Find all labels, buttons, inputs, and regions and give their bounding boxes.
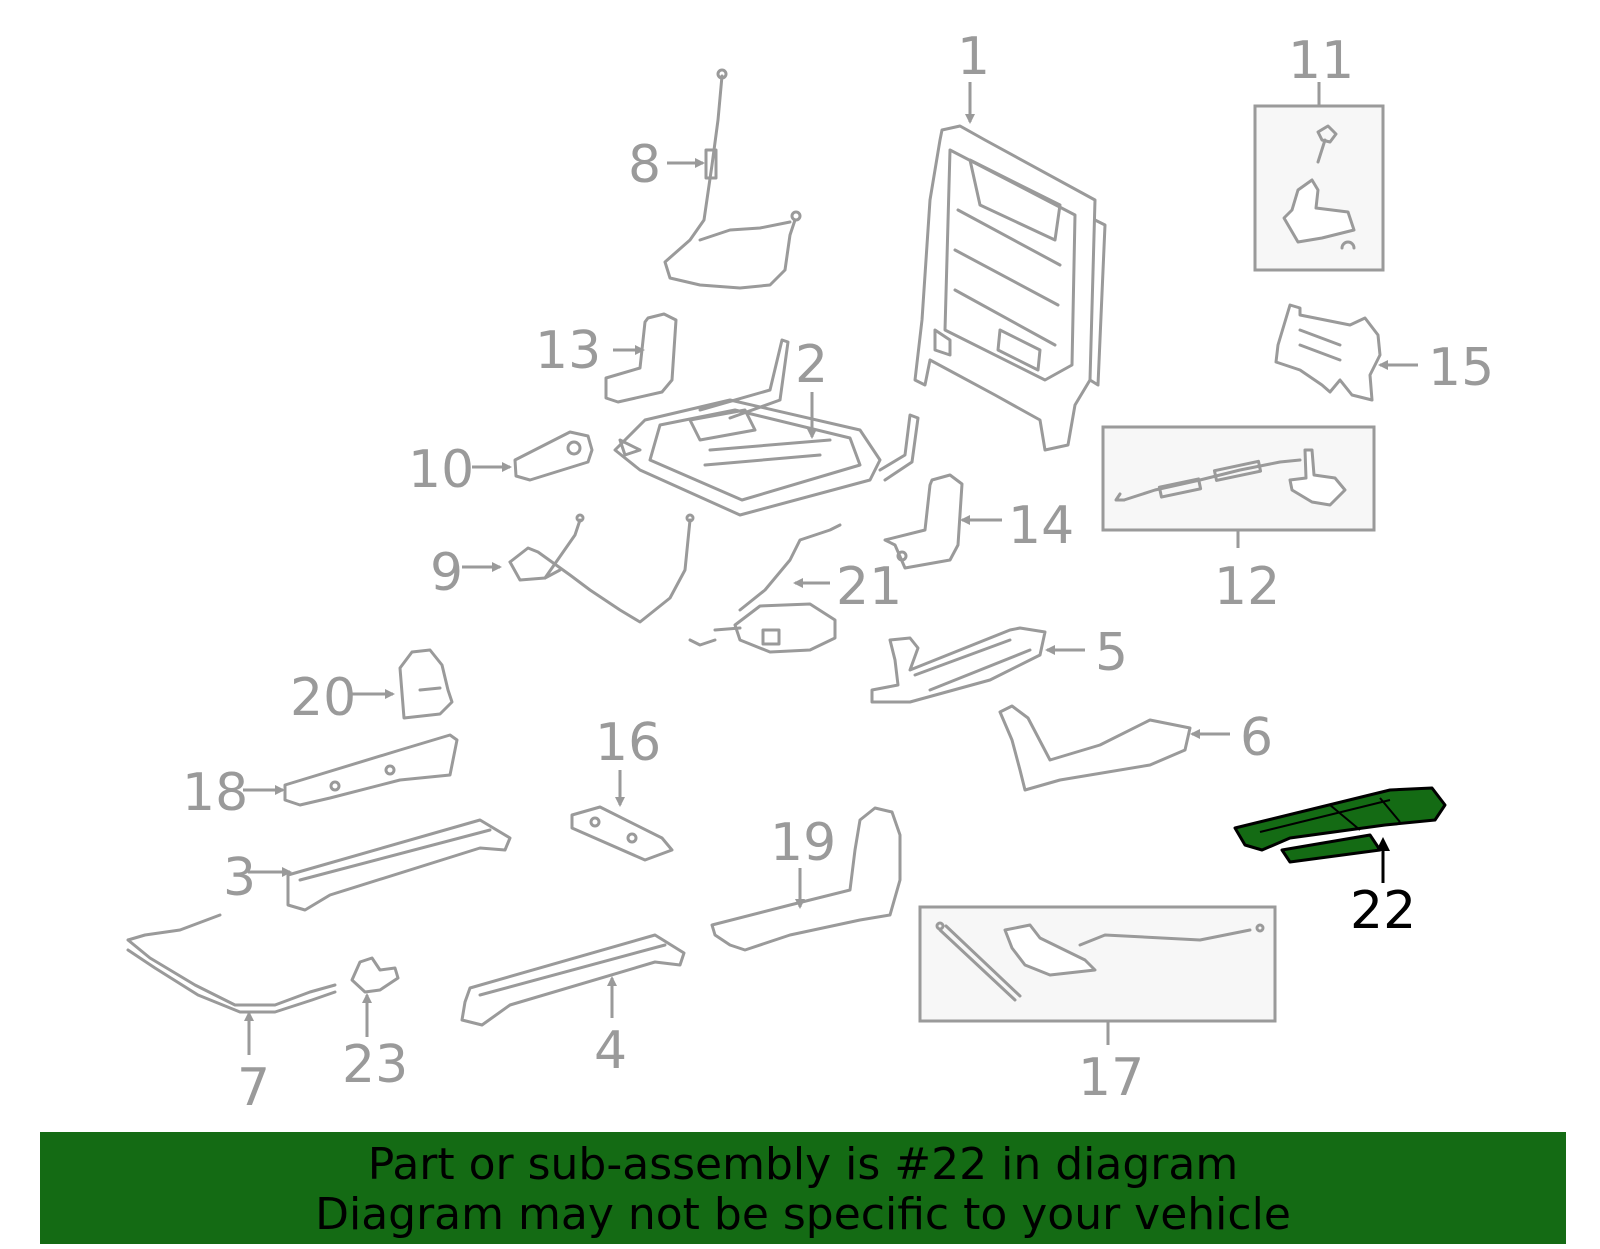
part-18-rail-cover xyxy=(283,733,459,807)
part-6-rail-cover xyxy=(998,704,1192,792)
callout-13: 13 xyxy=(535,321,601,381)
callout-7: 7 xyxy=(237,1058,270,1118)
part-13-cover xyxy=(604,312,678,404)
part-17-kit xyxy=(918,905,1277,1023)
part-2-cushion-frame xyxy=(613,338,920,517)
callout-23: 23 xyxy=(342,1035,408,1095)
callout-19: 19 xyxy=(770,813,836,873)
part-21-cable xyxy=(688,523,842,654)
callout-22: 22 xyxy=(1350,881,1416,941)
part-3-rail xyxy=(286,818,512,912)
callout-4: 4 xyxy=(594,1021,627,1081)
callout-20: 20 xyxy=(290,668,356,728)
callout-11: 11 xyxy=(1288,31,1354,91)
callout-16: 16 xyxy=(595,713,661,773)
part-12-kit xyxy=(1101,425,1376,532)
part-16-plate xyxy=(570,805,674,862)
part-8-cable xyxy=(663,68,802,290)
part-23-clip xyxy=(350,956,400,994)
part-22-highlighted xyxy=(1233,786,1447,864)
part-19-cover xyxy=(710,806,902,952)
callout-10: 10 xyxy=(408,440,474,500)
part-11-kit xyxy=(1253,104,1385,272)
part-1-seatback-frame xyxy=(913,124,1107,452)
part-5-rail-cover xyxy=(870,626,1047,704)
callout-12: 12 xyxy=(1214,557,1280,617)
callout-17: 17 xyxy=(1078,1048,1144,1108)
part-7-wire xyxy=(126,913,337,1014)
callout-1: 1 xyxy=(957,27,990,87)
callout-5: 5 xyxy=(1095,623,1128,683)
part-4-rail xyxy=(460,933,686,1027)
callout-18: 18 xyxy=(182,763,248,823)
callout-15: 15 xyxy=(1428,338,1494,398)
part-15-bracket xyxy=(1274,303,1382,402)
part-9-wire xyxy=(508,513,695,624)
callout-14: 14 xyxy=(1008,496,1074,556)
part-20-cover xyxy=(398,648,454,720)
banner-line-1: Part or sub-assembly is #22 in diagram xyxy=(367,1139,1239,1190)
part-14-cover xyxy=(883,473,964,570)
callout-8: 8 xyxy=(628,135,661,195)
callout-9: 9 xyxy=(430,543,463,603)
callout-2: 2 xyxy=(795,335,828,395)
info-banner: Part or sub-assembly is #22 in diagram D… xyxy=(40,1132,1566,1244)
banner-line-2: Diagram may not be specific to your vehi… xyxy=(315,1189,1291,1240)
callout-3: 3 xyxy=(223,848,256,908)
part-10-handle xyxy=(513,430,594,482)
callout-6: 6 xyxy=(1240,708,1273,768)
callout-21: 21 xyxy=(836,557,902,617)
